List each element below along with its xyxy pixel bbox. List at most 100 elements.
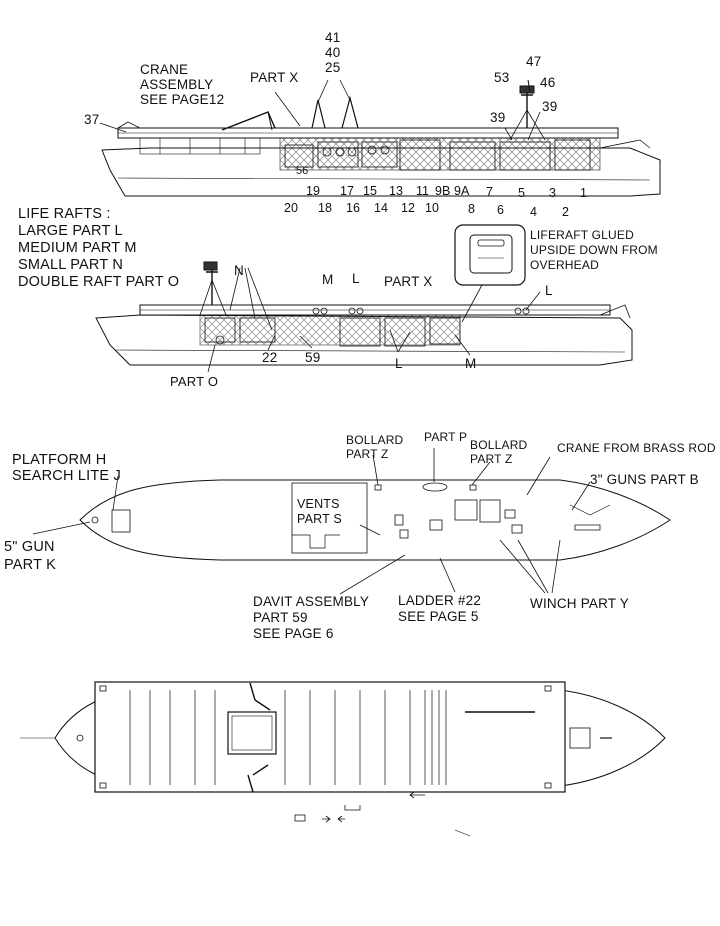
liferaft-inset [454, 224, 526, 323]
davit-line: PART 59 [253, 610, 308, 625]
station-16: 16 [346, 201, 360, 215]
num-47: 47 [526, 54, 542, 69]
vents-line: PART S [297, 512, 342, 526]
crane-x-left [311, 99, 326, 129]
raft-l-label-bottom: L [395, 356, 403, 371]
station-13: 13 [389, 184, 403, 198]
legend-line: SMALL PART N [18, 257, 124, 273]
life-rafts-legend: LIFE RAFTS : LARGE PART L MEDIUM PART M … [18, 206, 179, 291]
gun-5-label: 5" GUN PART K [4, 538, 56, 574]
part-x-label-2: PART X [384, 274, 433, 289]
leader-lines [32, 79, 591, 595]
ladder-line: LADDER #22 [398, 593, 482, 608]
station-7: 7 [486, 185, 493, 199]
station-20: 20 [284, 201, 298, 215]
station-19: 19 [306, 184, 320, 198]
stack-numbers: 41 40 25 [325, 30, 340, 75]
num-59: 59 [305, 350, 321, 365]
guns-3-label: 3" GUNS PART B [590, 472, 699, 487]
platform-h-label: PLATFORM H [12, 452, 107, 468]
station-1: 1 [580, 186, 587, 200]
raft-m-label-bottom: M [465, 356, 477, 371]
hull-plan-outline [79, 479, 671, 561]
flight-deck-plan [20, 681, 666, 837]
deck-elevator [227, 711, 277, 755]
stack-number: 25 [325, 60, 341, 75]
num-39-left: 39 [490, 110, 506, 125]
plan-view-hull [79, 479, 671, 561]
vents-label: VENTS PART S [297, 497, 342, 527]
station-17: 17 [340, 184, 354, 198]
part-p-label: PART P [424, 430, 468, 444]
num-46: 46 [540, 75, 556, 90]
station-4: 4 [530, 205, 537, 219]
bow-2 [599, 304, 631, 319]
gun-5-line: 5" GUN [4, 539, 55, 555]
station-14: 14 [374, 201, 388, 215]
raft-l-label-right: L [545, 283, 553, 298]
station-15: 15 [363, 184, 377, 198]
bollard-line: PART Z [346, 447, 389, 461]
legend-line: LARGE PART L [18, 223, 123, 239]
raft-l-label-top: L [352, 271, 360, 286]
num-56: 56 [296, 165, 309, 177]
crane-label-line: SEE PAGE12 [140, 92, 225, 107]
crane-label-line: ASSEMBLY [140, 77, 214, 92]
bollard-line: PART Z [470, 452, 513, 466]
side-view-starboard [101, 79, 661, 197]
davit-label: DAVIT ASSEMBLY PART 59 SEE PAGE 6 [253, 594, 369, 642]
legend-line: MEDIUM PART M [18, 240, 137, 256]
davit-line: DAVIT ASSEMBLY [253, 594, 370, 609]
part-o-label: PART O [170, 374, 219, 389]
crane-assembly-1 [221, 111, 276, 131]
num-53: 53 [494, 70, 510, 85]
crane-assembly-label: CRANE ASSEMBLY SEE PAGE12 [140, 62, 224, 107]
note-line: UPSIDE DOWN FROM [530, 243, 658, 257]
raft-n-label: N [234, 263, 244, 278]
hangar-outline [291, 482, 368, 554]
bollard-line: BOLLARD [470, 438, 528, 452]
note-line: LIFERAFT GLUED [530, 228, 634, 242]
winch-label: WINCH PART Y [530, 596, 629, 611]
bollard-left-label: BOLLARD PART Z [346, 433, 403, 461]
davit-line: SEE PAGE 6 [253, 626, 334, 641]
search-lite-label: SEARCH LITE J [12, 468, 121, 484]
side-view-port [95, 224, 633, 366]
station-12: 12 [401, 201, 415, 215]
station-11: 11 [416, 184, 429, 198]
stack-number: 41 [325, 30, 341, 45]
station-3: 3 [549, 186, 556, 200]
station-8: 8 [468, 202, 475, 216]
bollard-right-label: BOLLARD PART Z [470, 438, 527, 466]
crane-brass-label: CRANE FROM BRASS ROD [557, 441, 716, 455]
flight-deck-rect [94, 681, 566, 793]
legend-line: DOUBLE RAFT PART O [18, 274, 180, 290]
num-39-right: 39 [542, 99, 558, 114]
vents-line: VENTS [297, 497, 340, 511]
part-x-label-1: PART X [250, 70, 299, 85]
gun-5-line: PART K [4, 557, 56, 573]
legend-line: LIFE RAFTS : [18, 206, 111, 222]
station-9b: 9B [435, 184, 451, 198]
num-22: 22 [262, 350, 278, 365]
station-9a: 9A [454, 184, 470, 198]
crane-label-line: CRANE [140, 62, 189, 77]
num-37: 37 [84, 112, 100, 127]
station-5: 5 [518, 186, 525, 200]
station-6: 6 [497, 203, 504, 217]
station-2: 2 [562, 205, 569, 219]
mast-2 [206, 268, 218, 305]
bow-1 [599, 139, 651, 149]
ladder-line: SEE PAGE 5 [398, 609, 479, 624]
station-18: 18 [318, 201, 332, 215]
bollard-line: BOLLARD [346, 433, 404, 447]
mast-1 [521, 90, 533, 128]
crane-x-right [341, 95, 359, 129]
hangar-truss-2 [199, 314, 461, 346]
part-p-ellipse [422, 482, 448, 492]
raft-m-label-top: M [322, 272, 334, 287]
ladder-label: LADDER #22 SEE PAGE 5 [398, 593, 481, 625]
liferaft-note: LIFERAFT GLUED UPSIDE DOWN FROM OVERHEAD [530, 228, 658, 273]
station-10: 10 [425, 201, 439, 215]
